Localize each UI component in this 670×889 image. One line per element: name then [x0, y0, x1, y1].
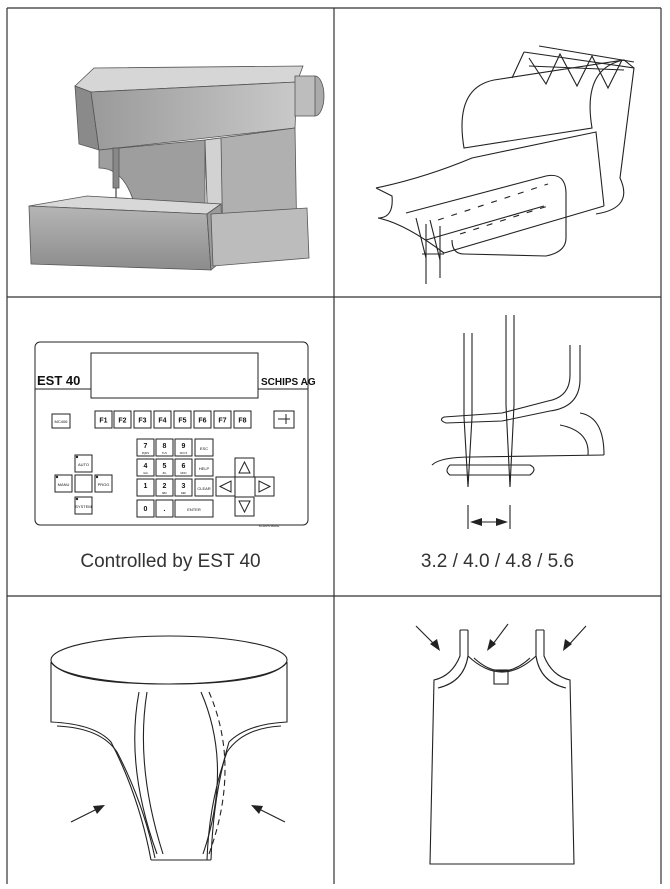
key-3-sub: DEF: [181, 491, 187, 495]
key-help[interactable]: HELP: [199, 466, 210, 471]
key-manu[interactable]: MANU: [58, 482, 70, 487]
key-7-sub: PQRS: [142, 451, 150, 455]
key-dot[interactable]: .: [164, 506, 166, 513]
model-label: EST 40: [37, 373, 80, 388]
needle-gauge-caption: 3.2 / 4.0 / 4.8 / 5.6: [420, 551, 575, 572]
key-8-sub: TUV: [162, 451, 167, 455]
panel-tank-top: [334, 596, 661, 884]
key-2-sub: ABC: [162, 491, 167, 495]
key-prog[interactable]: PROG: [98, 482, 110, 487]
key-2[interactable]: 2: [163, 483, 167, 490]
key-f7[interactable]: F7: [218, 418, 226, 425]
key-mc[interactable]: MC406: [55, 419, 69, 424]
key-f6[interactable]: F6: [198, 418, 206, 425]
key-system[interactable]: SYSTEM: [75, 504, 91, 509]
key-f5[interactable]: F5: [178, 418, 186, 425]
key-8[interactable]: 8: [163, 443, 167, 450]
key-9-sub: WXYZ: [180, 451, 188, 455]
needle-illustration: [431, 315, 605, 529]
controller-caption: Controlled by EST 40: [80, 551, 261, 572]
key-clear[interactable]: CLEAR: [197, 486, 210, 491]
tank-top-illustration: [415, 623, 587, 865]
panel-sewing-machine: [7, 8, 334, 297]
key-3[interactable]: 3: [182, 483, 186, 490]
key-5[interactable]: 5: [163, 463, 167, 470]
est40-control-panel: EST 40 SCHIPS AG MC406 F1 F2 F3 F4 F5 F6…: [34, 341, 316, 528]
key-4[interactable]: 4: [144, 463, 148, 470]
key-f3[interactable]: F3: [138, 418, 146, 425]
briefs-illustration: [50, 635, 288, 861]
panel-controller: EST 40 SCHIPS AG MC406 F1 F2 F3 F4 F5 F6…: [7, 297, 334, 596]
key-f2[interactable]: F2: [118, 418, 126, 425]
panel-briefs: [7, 596, 334, 884]
key-7[interactable]: 7: [144, 443, 148, 450]
key-9[interactable]: 9: [182, 443, 186, 450]
brand-label: SCHIPS AG: [261, 377, 316, 388]
key-f1[interactable]: F1: [99, 418, 107, 425]
panel-footer: SCHIPS MADE: [259, 524, 280, 528]
sewing-machine-illustration: [28, 65, 325, 271]
key-6-sub: MNO: [180, 471, 186, 475]
key-f4[interactable]: F4: [158, 418, 166, 425]
key-f8[interactable]: F8: [238, 418, 246, 425]
key-auto[interactable]: AUTO: [78, 462, 89, 467]
key-4-sub: GHI: [143, 471, 148, 475]
key-enter[interactable]: ENTER: [187, 507, 201, 512]
key-6[interactable]: 6: [182, 463, 186, 470]
key-esc[interactable]: ESC: [200, 446, 208, 451]
key-0[interactable]: 0: [144, 506, 148, 513]
seam-illustration: [375, 45, 635, 284]
panel-seam-diagram: [334, 8, 661, 297]
key-1[interactable]: 1: [144, 483, 148, 490]
key-5-sub: JKL: [162, 471, 167, 475]
panel-needle-gauge: 3.2 / 4.0 / 4.8 / 5.6: [334, 297, 661, 596]
